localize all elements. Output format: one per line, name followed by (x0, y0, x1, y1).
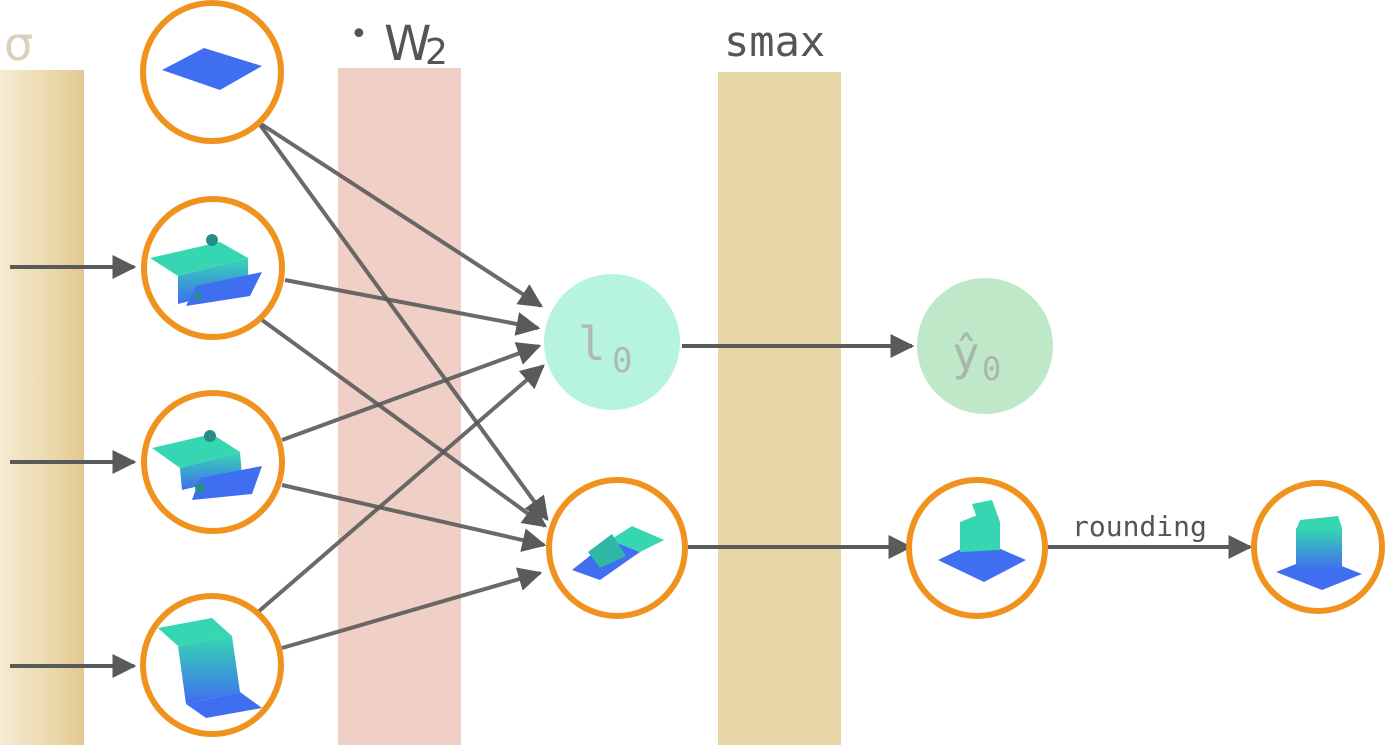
hidden-node-1 (140, 0, 284, 144)
w2-label: W (384, 16, 431, 72)
sigma-label: σ (4, 17, 33, 71)
smax-label: smax (724, 17, 825, 66)
rounded-node (1251, 480, 1385, 614)
logit-surface-icon (572, 526, 664, 580)
softmax-node (906, 477, 1048, 619)
weight-connections (256, 120, 549, 650)
smax-band (718, 72, 841, 745)
prediction-label-base: ŷ (952, 327, 980, 381)
w2-dot: • (350, 17, 368, 52)
sigmoid-surface-icon (158, 618, 262, 718)
rounded-surface-icon (1276, 516, 1362, 590)
input-arrows (10, 255, 137, 678)
hidden-node-4 (140, 593, 284, 737)
prediction-label-sub: 0 (982, 350, 1001, 388)
hidden-node-2 (141, 196, 285, 340)
rounding-label: rounding (1072, 510, 1207, 543)
w2-band (338, 68, 461, 745)
flat-surface-icon (162, 48, 262, 90)
smax-arrows (682, 334, 1253, 559)
step-surface-icon-2 (152, 430, 262, 500)
prediction-node-y0: ŷ 0 (917, 278, 1053, 414)
logit-node-2 (546, 477, 688, 619)
step-surface-icon (150, 234, 262, 306)
softmax-surface-icon (938, 500, 1026, 582)
hidden-node-3 (141, 390, 285, 534)
logit-node-l0: l 0 (544, 274, 680, 410)
sigma-band (0, 70, 84, 745)
logit-label-base: l (578, 317, 606, 371)
logit-label-sub: 0 (612, 341, 632, 381)
w2-subscript: 2 (425, 32, 448, 73)
